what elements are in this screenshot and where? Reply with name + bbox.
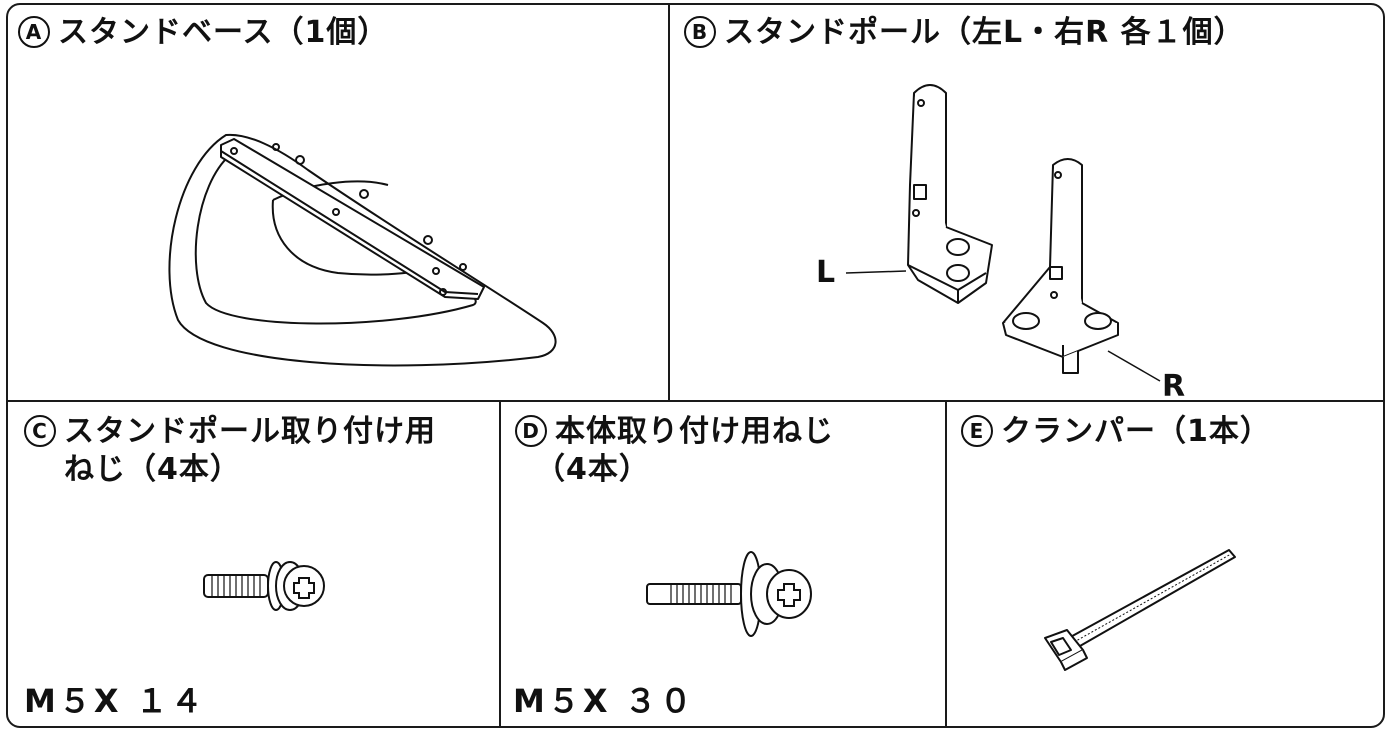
part-a-marker: A bbox=[18, 16, 50, 48]
row-divider bbox=[8, 400, 1383, 402]
column-divider-top bbox=[668, 5, 670, 400]
part-d-title-line1: 本体取り付け用ねじ bbox=[555, 414, 834, 449]
screw-m5x14-illustration bbox=[8, 400, 499, 728]
part-c-marker: C bbox=[24, 415, 56, 447]
part-e-title: クランパー（1本） bbox=[1001, 414, 1271, 449]
part-b-label-l: L bbox=[816, 255, 836, 290]
part-c-spec: M５X １４ bbox=[24, 682, 206, 720]
stand-base-illustration bbox=[8, 5, 668, 400]
stand-pole-illustration bbox=[668, 5, 1385, 400]
part-a-title: スタンドベース（1個） bbox=[58, 15, 389, 50]
leader-line-l bbox=[846, 271, 906, 273]
part-c-title-line1: スタンドポール取り付け用 bbox=[64, 414, 436, 449]
part-d-spec: M５X ３０ bbox=[513, 682, 695, 720]
part-b-marker: B bbox=[684, 16, 716, 48]
part-b-label-r: R bbox=[1162, 369, 1186, 404]
part-b-title: スタンドポール（左L・右R 各１個） bbox=[724, 15, 1245, 50]
part-d-marker: D bbox=[515, 415, 547, 447]
column-divider-bottom-left bbox=[499, 400, 501, 726]
part-c-title-line2: ねじ（4本） bbox=[64, 452, 241, 487]
cable-clamper-illustration bbox=[945, 400, 1385, 728]
part-e-marker: E bbox=[961, 415, 993, 447]
part-d-title-line2: （4本） bbox=[535, 452, 650, 487]
screw-m5x30-illustration bbox=[499, 400, 945, 728]
column-divider-bottom-right bbox=[945, 400, 947, 726]
leader-line-r bbox=[1108, 351, 1160, 381]
